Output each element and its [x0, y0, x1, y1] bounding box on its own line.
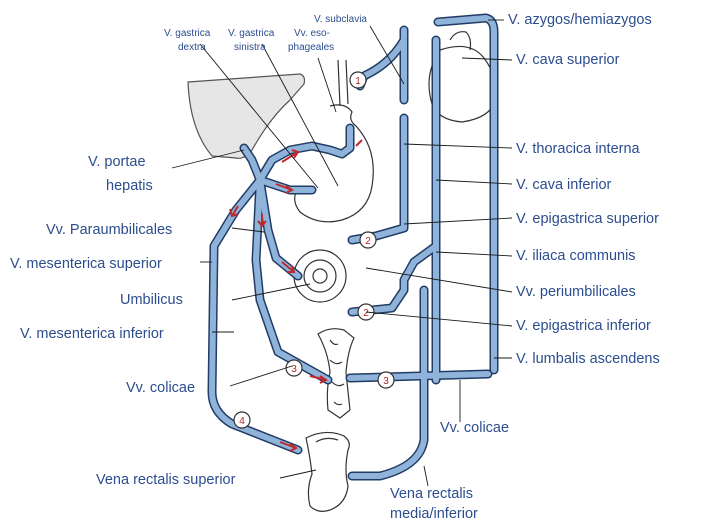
label-vena-rectalis-media-line2: media/inferior: [390, 506, 478, 522]
label-v-thoracica-interna: V. thoracica interna: [516, 141, 641, 157]
rectum-shape: [306, 432, 349, 511]
label-v-epigastrica-superior: V. epigastrica superior: [516, 211, 659, 227]
label-v-mesenterica-superior: V. mesenterica superior: [10, 256, 162, 272]
label-v-portae-line1: V. portae: [88, 154, 146, 170]
stomach-shape: [295, 105, 374, 222]
label-v-mesenterica-inferior: V. mesenterica inferior: [20, 326, 164, 342]
label-v-subclavia: V. subclavia: [314, 14, 367, 25]
anastomosis-badge-3-right: 3: [378, 372, 394, 388]
svg-text:2: 2: [363, 308, 369, 319]
svg-text:2: 2: [365, 236, 371, 247]
label-v-gastrica-sinistra-line1: V. gastrica: [228, 28, 275, 39]
anastomosis-badge-2-upper: 2: [360, 232, 376, 248]
label-v-cava-inferior: V. cava inferior: [516, 177, 612, 193]
label-vv-periumbilicales: Vv. periumbilicales: [516, 284, 636, 300]
svg-text:3: 3: [383, 376, 389, 387]
svg-text:1: 1: [355, 76, 361, 87]
label-v-iliaca-communis: V. iliaca communis: [516, 248, 636, 264]
label-umbilicus: Umbilicus: [120, 292, 183, 308]
label-v-gastrica-dextra-line1: V. gastrica: [164, 28, 211, 39]
label-v-portae-line2: hepatis: [106, 178, 153, 194]
esophagus-shape: [338, 60, 348, 106]
label-v-lumbalis-ascendens: V. lumbalis ascendens: [516, 351, 660, 367]
label-vv-paraumbilicales: Vv. Paraumbilicales: [46, 222, 172, 238]
label-vv-esophageales-line1: Vv. eso-: [294, 28, 330, 39]
label-v-epigastrica-inferior: V. epigastrica inferior: [516, 318, 651, 334]
label-vena-rectalis-superior: Vena rectalis superior: [96, 472, 236, 488]
label-v-gastrica-dextra-line2: dextra: [178, 42, 206, 53]
label-vv-colicae-left: Vv. colicae: [126, 380, 195, 396]
label-v-gastrica-sinistra-line2: sinistra: [234, 42, 266, 53]
label-vena-rectalis-media-line1: Vena rectalis: [390, 486, 473, 502]
label-vv-colicae-right: Vv. colicae: [440, 420, 509, 436]
svg-text:3: 3: [291, 364, 297, 375]
diagram-labels: V. gastrica dextra V. gastrica sinistra …: [10, 12, 660, 522]
label-v-cava-superior: V. cava superior: [516, 52, 620, 68]
label-v-azygos: V. azygos/hemiazygos: [508, 12, 652, 28]
anastomosis-badge-1: 1: [350, 72, 366, 88]
svg-text:4: 4: [239, 416, 245, 427]
anastomosis-badge-3-left: 3: [286, 360, 302, 376]
anastomosis-badge-4: 4: [234, 412, 250, 428]
label-vv-esophageales-line2: phageales: [288, 42, 334, 53]
